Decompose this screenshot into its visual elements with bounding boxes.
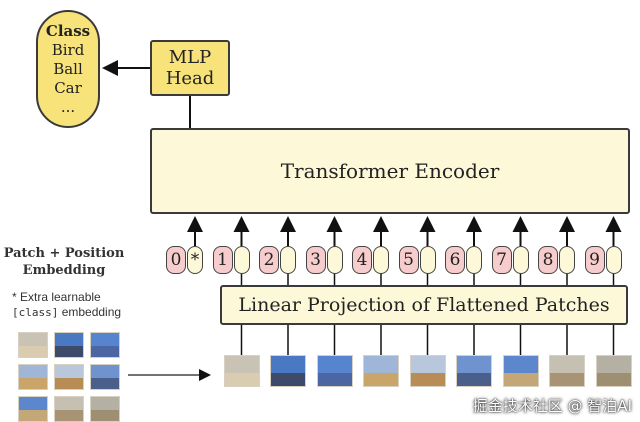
position-token-5: 5 xyxy=(398,246,419,274)
position-token-6: 6 xyxy=(445,246,465,274)
position-token-1: 1 xyxy=(212,246,233,274)
pe-label-line2: Embedding xyxy=(22,263,106,278)
class-item-ellipsis: ... xyxy=(60,97,76,116)
flattened-patch-6 xyxy=(456,355,492,387)
flattened-patch-7 xyxy=(502,355,539,387)
patch-embedding-9 xyxy=(605,246,622,274)
linear-projection-box: Linear Projection of Flattened Patches xyxy=(220,285,628,325)
patch-embedding-2 xyxy=(280,246,296,274)
mlp-head-line2: Head xyxy=(165,68,215,89)
source-patch-6 xyxy=(90,364,120,390)
class-output-box: Class Bird Ball Car ... xyxy=(36,10,100,128)
flattened-patch-8 xyxy=(549,355,585,387)
class-item-car: Car xyxy=(54,78,82,97)
transformer-encoder-box: Transformer Encoder xyxy=(150,128,630,214)
extra-note-line1: * Extra learnable xyxy=(12,290,101,304)
extra-embedding-note: * Extra learnable [class] embedding xyxy=(12,290,121,320)
flattened-patch-3 xyxy=(316,355,353,387)
pe-label-line1: Patch + Position xyxy=(3,246,125,261)
position-token-4: 4 xyxy=(352,246,372,274)
source-patch-2 xyxy=(54,332,84,358)
flattened-patch-1 xyxy=(223,355,260,387)
position-token-9: 9 xyxy=(584,246,605,274)
patch-embedding-4 xyxy=(373,246,389,274)
flattened-patch-2 xyxy=(270,355,306,387)
flattened-patch-4 xyxy=(363,355,399,387)
linear-projection-label: Linear Projection of Flattened Patches xyxy=(238,294,610,316)
patch-position-embedding-label: Patch + Position Embedding xyxy=(0,245,128,279)
flattened-patch-5 xyxy=(409,355,446,387)
mlp-head-box: MLP Head xyxy=(150,40,230,96)
mlp-head-line1: MLP xyxy=(168,47,212,68)
position-token-8: 8 xyxy=(538,246,558,274)
patch-embedding-3 xyxy=(326,246,343,274)
position-token-3: 3 xyxy=(305,246,326,274)
source-patch-9 xyxy=(90,396,120,422)
transformer-encoder-label: Transformer Encoder xyxy=(280,159,500,183)
class-item-bird: Bird xyxy=(51,40,85,59)
projection-lines xyxy=(240,274,615,355)
watermark-text: 掘金技术社区 @ 智泊AI xyxy=(472,397,632,415)
source-patch-3 xyxy=(90,332,120,358)
position-token-0: 0 xyxy=(166,246,186,274)
token-arrows xyxy=(187,216,622,246)
patch-embedding-8 xyxy=(559,246,575,274)
class-token-code: [class] xyxy=(12,306,59,319)
source-patch-8 xyxy=(54,396,84,422)
patch-embedding-7 xyxy=(512,246,529,274)
position-token-2: 2 xyxy=(259,246,279,274)
source-patch-4 xyxy=(18,364,48,390)
class-token-embedding: * xyxy=(187,246,203,274)
class-item-ball: Ball xyxy=(53,59,83,78)
source-patch-5 xyxy=(54,364,84,390)
flattened-patch-9 xyxy=(595,355,632,387)
patch-embedding-6 xyxy=(466,246,482,274)
class-title: Class xyxy=(45,21,91,40)
patch-embedding-5 xyxy=(419,246,436,274)
extra-note-line2: [class] embedding xyxy=(12,305,121,320)
patch-embedding-1 xyxy=(233,246,250,274)
source-patch-1 xyxy=(18,332,48,358)
extra-note-rest: embedding xyxy=(58,305,122,319)
source-patch-7 xyxy=(18,396,48,422)
position-token-7: 7 xyxy=(491,246,512,274)
